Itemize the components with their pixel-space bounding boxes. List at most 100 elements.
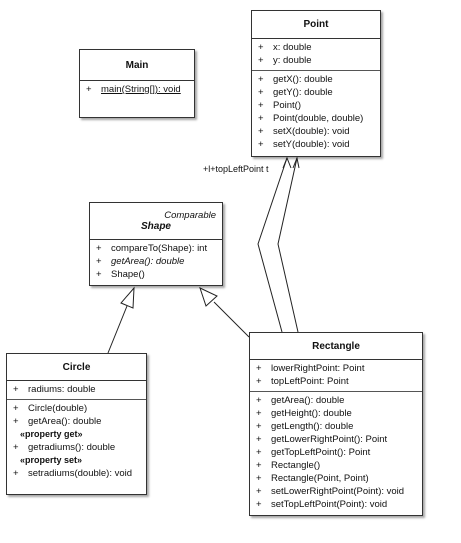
operation-text: Circle(double) bbox=[28, 403, 88, 414]
operation-row: + setLowerRightPoint(Point): void bbox=[250, 485, 422, 498]
operations-section: + compareTo(Shape): int + getArea(): dou… bbox=[90, 240, 222, 284]
operation-row: + setX(double): void bbox=[252, 125, 380, 138]
operation-text: setX(double): void bbox=[273, 126, 350, 137]
visibility: + bbox=[256, 499, 262, 510]
operation-row: + getX(): double bbox=[252, 73, 380, 86]
operation-row: + getY(): double bbox=[252, 86, 380, 99]
visibility: + bbox=[256, 486, 262, 497]
group-label: «property get» bbox=[20, 429, 83, 439]
visibility: + bbox=[256, 447, 262, 458]
visibility: + bbox=[13, 468, 19, 479]
attribute-text: lowerRightPoint: Point bbox=[271, 363, 365, 374]
association-line-lower-right bbox=[257, 157, 288, 333]
operation-text: Rectangle() bbox=[271, 460, 321, 471]
operation-text: getradiums(): double bbox=[28, 442, 116, 453]
visibility: + bbox=[256, 395, 262, 406]
visibility: + bbox=[258, 55, 264, 66]
class-rectangle[interactable]: Rectangle + lowerRightPoint: Point + top… bbox=[249, 332, 423, 516]
operation-row: + setY(double): void bbox=[252, 138, 380, 151]
visibility: + bbox=[256, 421, 262, 432]
class-header: Circle bbox=[7, 354, 146, 381]
class-point[interactable]: Point + x: double + y: double + getX(): … bbox=[251, 10, 381, 157]
generalization-line-rectangle bbox=[213, 301, 250, 338]
association-label: +l+topLeftPoint t bbox=[203, 164, 269, 174]
operation-row: + Rectangle() bbox=[250, 459, 422, 472]
association-arrowhead bbox=[282, 156, 292, 169]
operation-text: getX(): double bbox=[273, 74, 333, 85]
operation-text: compareTo(Shape): int bbox=[111, 243, 208, 254]
attribute-row: + y: double bbox=[252, 54, 380, 67]
visibility: + bbox=[256, 473, 262, 484]
operation-text: getY(): double bbox=[273, 87, 333, 98]
class-header: Point bbox=[252, 11, 380, 39]
class-circle[interactable]: Circle + radiums: double + Circle(double… bbox=[6, 353, 147, 495]
generalization-arrowhead bbox=[120, 286, 135, 309]
operation-text: Point(double, double) bbox=[273, 113, 364, 124]
operation-text: setradiums(double): void bbox=[28, 468, 133, 479]
operation-row: + Rectangle(Point, Point) bbox=[250, 472, 422, 485]
generalization-line-circle bbox=[107, 305, 128, 354]
operation-text: Rectangle(Point, Point) bbox=[271, 473, 369, 484]
operation-text: setTopLeftPoint(Point): void bbox=[271, 499, 388, 510]
operation-text: setLowerRightPoint(Point): void bbox=[271, 486, 405, 497]
visibility: + bbox=[258, 74, 264, 85]
stereotype-group: «property get» bbox=[7, 428, 146, 441]
attribute-row: + lowerRightPoint: Point bbox=[250, 362, 422, 375]
visibility: + bbox=[13, 403, 19, 414]
attribute-text: y: double bbox=[273, 55, 312, 66]
attribute-text: x: double bbox=[273, 42, 312, 53]
class-main[interactable]: Main + main(String[]): void bbox=[79, 49, 195, 118]
class-header: Comparable Shape bbox=[90, 203, 222, 240]
operations-section: + main(String[]): void bbox=[80, 81, 194, 99]
attribute-row: + topLeftPoint: Point bbox=[250, 375, 422, 388]
visibility: + bbox=[258, 87, 264, 98]
association-arrowhead bbox=[292, 156, 300, 169]
attributes-section: + radiums: double bbox=[7, 381, 146, 400]
class-name: Point bbox=[303, 19, 329, 30]
class-shape[interactable]: Comparable Shape + compareTo(Shape): int… bbox=[89, 202, 223, 286]
operation-text: getHeight(): double bbox=[271, 408, 352, 419]
group-label: «property set» bbox=[20, 455, 83, 465]
visibility: + bbox=[258, 126, 264, 137]
visibility: + bbox=[96, 243, 102, 254]
visibility: + bbox=[256, 408, 262, 419]
operation-text: getTopLeftPoint(): Point bbox=[271, 447, 371, 458]
visibility: + bbox=[13, 442, 19, 453]
visibility: + bbox=[256, 363, 262, 374]
operation-text: getLength(): double bbox=[271, 421, 354, 432]
operation-row: + getLength(): double bbox=[250, 420, 422, 433]
visibility: + bbox=[258, 42, 264, 53]
attribute-row: + radiums: double bbox=[7, 383, 146, 396]
class-name: Main bbox=[125, 59, 149, 71]
attribute-text: radiums: double bbox=[28, 384, 96, 395]
class-stereotype: Comparable bbox=[164, 210, 216, 221]
visibility: + bbox=[256, 376, 262, 387]
visibility: + bbox=[258, 100, 264, 111]
operation-row: + getradiums(): double bbox=[7, 441, 146, 454]
operation-row: + Shape() bbox=[90, 268, 222, 281]
class-name: Rectangle bbox=[312, 340, 360, 352]
visibility: + bbox=[96, 269, 102, 280]
operation-row: + Point() bbox=[252, 99, 380, 112]
visibility: + bbox=[86, 84, 92, 95]
operation-row: + getTopLeftPoint(): Point bbox=[250, 446, 422, 459]
operation-row: + setTopLeftPoint(Point): void bbox=[250, 498, 422, 511]
operation-text: Point() bbox=[273, 100, 301, 111]
stereotype-group: «property set» bbox=[7, 454, 146, 467]
attribute-row: + x: double bbox=[252, 41, 380, 54]
class-header: Rectangle bbox=[250, 333, 422, 360]
operation-text: Shape() bbox=[111, 269, 145, 280]
operation-text: setY(double): void bbox=[273, 139, 350, 150]
operation-text: getArea(): double bbox=[28, 416, 102, 427]
visibility: + bbox=[258, 113, 264, 124]
operation-row: + main(String[]): void bbox=[80, 83, 194, 96]
operation-row: + setradiums(double): void bbox=[7, 467, 146, 480]
operation-row: + getArea(): double bbox=[7, 415, 146, 428]
attributes-section: + x: double + y: double bbox=[252, 39, 380, 71]
operation-row: + getArea(): double bbox=[250, 394, 422, 407]
operation-row: + getLowerRightPoint(): Point bbox=[250, 433, 422, 446]
visibility: + bbox=[13, 384, 19, 395]
class-name: Circle bbox=[62, 361, 91, 373]
visibility: + bbox=[13, 416, 19, 427]
